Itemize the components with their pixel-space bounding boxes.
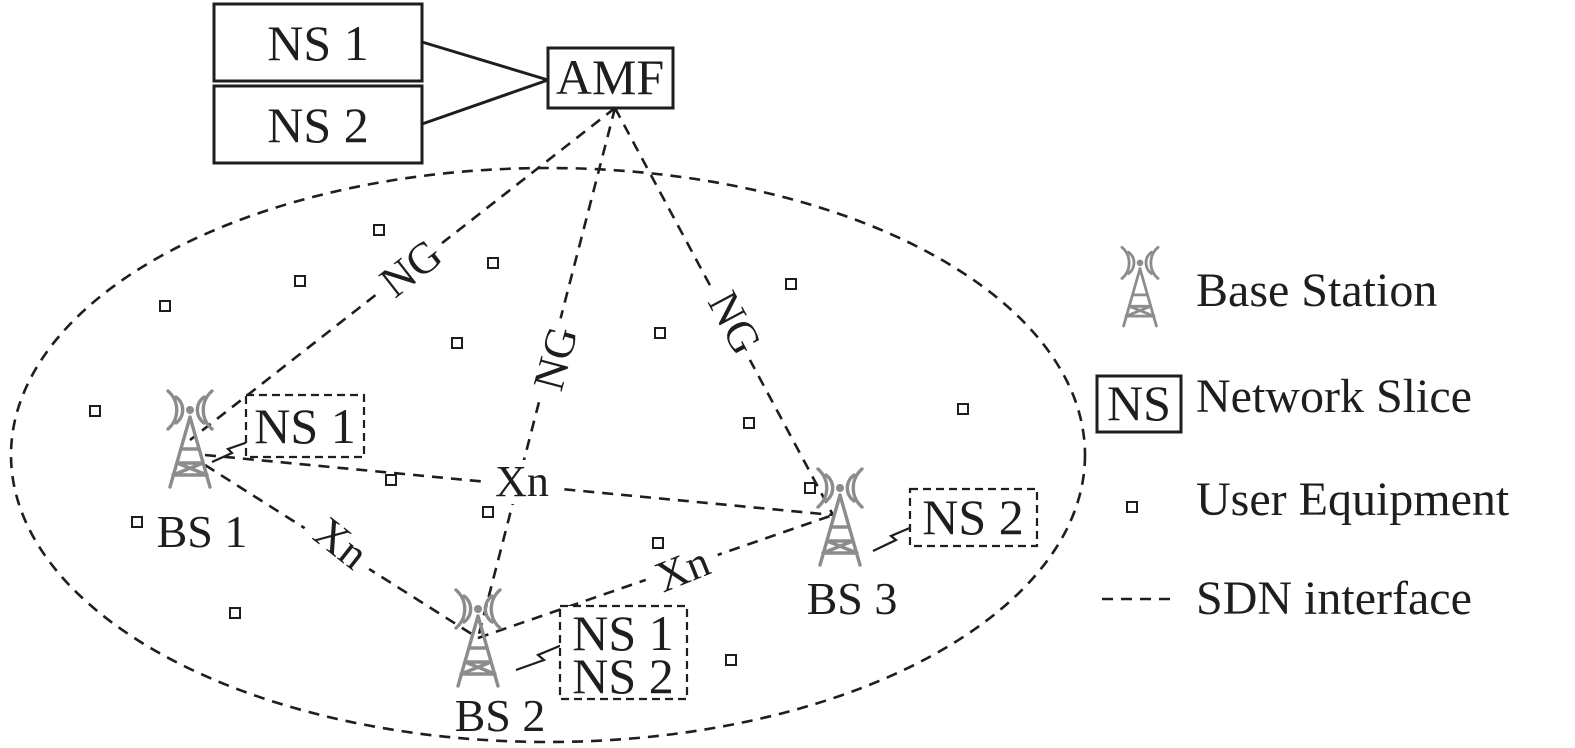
user-equipment-icon <box>743 417 755 429</box>
user-equipment-icon <box>131 516 143 528</box>
bs3-slice-label: NS 2 <box>922 489 1023 545</box>
ng-interfaces: NG NG NG <box>189 106 835 639</box>
user-equipment-icon <box>482 506 494 518</box>
coverage-area <box>9 166 1087 744</box>
ng-label-2: NG <box>524 321 588 395</box>
user-equipment-icon <box>451 337 463 349</box>
legend-ns-symbol: NS <box>1107 375 1171 431</box>
slice-2-amf-link <box>421 78 549 126</box>
core-network: NS 1 NS 2 AMF <box>212 2 675 165</box>
amf-label: AMF <box>556 49 664 105</box>
legend-ns-box <box>1095 374 1183 434</box>
xn-label-1-3: Xn <box>495 457 549 506</box>
slice-1-amf-link <box>421 40 549 82</box>
user-equipment-icon <box>294 275 306 287</box>
core-slice-2-box <box>212 84 424 165</box>
bs3-label: BS 3 <box>807 573 898 624</box>
user-equipment-icon <box>89 405 101 417</box>
base-station-bs3: NS 2 BS 3 <box>807 467 1039 624</box>
bs1-slice-box <box>244 393 366 459</box>
legend-sdn-interface-label: SDN interface <box>1196 572 1472 625</box>
xn-label-bg-1 <box>484 460 560 504</box>
xn-link-bs1-bs3 <box>204 453 834 517</box>
lightning-bolt-icon <box>515 643 563 672</box>
xn-label-bg-3 <box>638 533 726 603</box>
bs2-slice-1-label: NS 1 <box>572 605 673 661</box>
user-equipment-icon <box>373 224 385 236</box>
ng-label-bg-2 <box>522 313 586 403</box>
xn-link-bs2-bs3 <box>477 513 834 640</box>
lightning-bolt-icon <box>872 525 913 552</box>
legend-user-equipment-label: User Equipment <box>1196 473 1510 526</box>
bs1-label: BS 1 <box>157 506 248 557</box>
user-equipment-icon <box>652 537 664 549</box>
user-equipment-icon <box>725 654 737 666</box>
small-square-icon <box>1126 501 1138 513</box>
user-equipment-icon <box>229 607 241 619</box>
antenna-tower-icon <box>1120 245 1160 328</box>
bs1-slice-label: NS 1 <box>254 398 355 454</box>
legend-network-slice-label: Network Slice <box>1196 370 1472 423</box>
user-equipment-icon <box>957 403 969 415</box>
bs2-slice-2-label: NS 2 <box>572 648 673 704</box>
user-equipment-icon <box>159 300 171 312</box>
bs2-label: BS 2 <box>455 690 546 741</box>
user-equipment-icon <box>654 327 666 339</box>
bs2-slice-box <box>558 604 689 701</box>
lightning-bolt-icon <box>211 440 249 464</box>
user-equipment-group <box>89 224 969 666</box>
legend: Base Station NS Network Slice User Equip… <box>1095 245 1510 625</box>
user-equipment-icon <box>785 278 797 290</box>
xn-interfaces: Xn Xn Xn <box>204 453 834 640</box>
core-slice-1-box <box>212 2 424 83</box>
user-equipment-icon <box>487 257 499 269</box>
base-station-bs1: NS 1 BS 1 <box>157 389 366 557</box>
core-slice-1-label: NS 1 <box>267 15 368 71</box>
bs3-slice-box <box>908 487 1039 548</box>
ng-label-bg-1 <box>364 225 456 309</box>
user-equipment-icon <box>804 482 816 494</box>
base-station-bs2: NS 1 NS 2 BS 2 <box>454 588 689 741</box>
amf-box <box>546 46 675 110</box>
user-equipment-icon <box>385 474 397 486</box>
xn-label-bg-2 <box>298 501 386 583</box>
ng-label-bg-3 <box>697 276 775 368</box>
legend-base-station-label: Base Station <box>1196 264 1437 317</box>
core-slice-2-label: NS 2 <box>267 97 368 153</box>
